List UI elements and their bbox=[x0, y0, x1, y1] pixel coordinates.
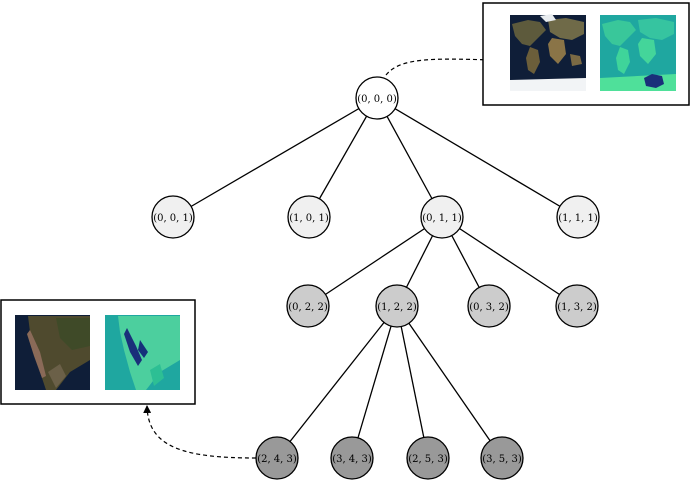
tree-node-n132: (1, 3, 2) bbox=[555, 284, 599, 328]
node-circle bbox=[330, 436, 374, 480]
node-label: (3, 4, 3) bbox=[332, 454, 372, 465]
edge-n122-n253 bbox=[396, 305, 429, 459]
root-to-global-tile-connector bbox=[385, 55, 492, 76]
tree-edges bbox=[172, 97, 579, 459]
node-label: (0, 2, 2) bbox=[288, 302, 328, 313]
edge-n000-n001 bbox=[172, 97, 378, 218]
world-satellite-map bbox=[510, 14, 586, 91]
node-circle bbox=[556, 195, 600, 239]
node-circle bbox=[151, 195, 195, 239]
node-label: (1, 2, 2) bbox=[377, 302, 417, 313]
node-circle bbox=[286, 284, 330, 328]
edge-n000-n101 bbox=[308, 97, 378, 218]
tree-node-n243: (2, 4, 3) bbox=[255, 436, 299, 480]
tree-nodes: (0, 0, 0) (0, 0, 1) (1, 0, 1) (0, 1, 1) (1, … bbox=[151, 76, 600, 480]
tree-node-n111: (1, 1, 1) bbox=[556, 195, 600, 239]
node-label: (0, 3, 2) bbox=[469, 302, 509, 313]
south-america-satellite-map bbox=[15, 315, 90, 390]
node-circle bbox=[467, 284, 511, 328]
leaf-to-regional-tile-connector bbox=[143, 405, 257, 459]
south-america-land-cover-map bbox=[105, 315, 180, 390]
node-label: (1, 1, 1) bbox=[558, 213, 598, 224]
edge-n011-n132 bbox=[441, 216, 578, 307]
world-land-cover-map bbox=[600, 15, 676, 91]
node-label: (2, 4, 3) bbox=[257, 454, 297, 465]
tree-node-n101: (1, 0, 1) bbox=[287, 195, 331, 239]
edge-n000-n111 bbox=[376, 97, 579, 218]
node-circle bbox=[420, 195, 464, 239]
tree-node-n001: (0, 0, 1) bbox=[151, 195, 195, 239]
node-label: (1, 3, 2) bbox=[557, 302, 597, 313]
tree-node-n011: (0, 1, 1) bbox=[420, 195, 464, 239]
node-label: (0, 0, 0) bbox=[357, 94, 397, 105]
node-label: (0, 1, 1) bbox=[422, 213, 462, 224]
edge-n000-n011 bbox=[376, 97, 443, 218]
edge-n122-n353 bbox=[396, 305, 503, 459]
tree-node-n253: (2, 5, 3) bbox=[406, 436, 450, 480]
edge-n122-n243 bbox=[276, 305, 398, 459]
node-circle bbox=[355, 76, 399, 120]
node-circle bbox=[406, 436, 450, 480]
node-label: (2, 5, 3) bbox=[408, 454, 448, 465]
node-circle bbox=[287, 195, 331, 239]
edge-n011-n022 bbox=[307, 216, 443, 307]
tree-node-n353: (3, 5, 3) bbox=[480, 436, 524, 480]
tree-node-n000: (0, 0, 0) bbox=[355, 76, 399, 120]
edge-n122-n343 bbox=[351, 305, 398, 459]
tree-node-n343: (3, 4, 3) bbox=[330, 436, 374, 480]
tree-node-n032: (0, 3, 2) bbox=[467, 284, 511, 328]
node-label: (3, 5, 3) bbox=[482, 454, 522, 465]
node-label: (0, 0, 1) bbox=[153, 213, 193, 224]
node-circle bbox=[255, 436, 299, 480]
regional-tile-panel bbox=[0, 299, 196, 405]
node-circle bbox=[480, 436, 524, 480]
node-circle bbox=[375, 284, 419, 328]
tree-node-n022: (0, 2, 2) bbox=[286, 284, 330, 328]
node-circle bbox=[555, 284, 599, 328]
global-tile-panel bbox=[482, 2, 690, 106]
node-label: (1, 0, 1) bbox=[289, 213, 329, 224]
tree-node-n122: (1, 2, 2) bbox=[375, 284, 419, 328]
